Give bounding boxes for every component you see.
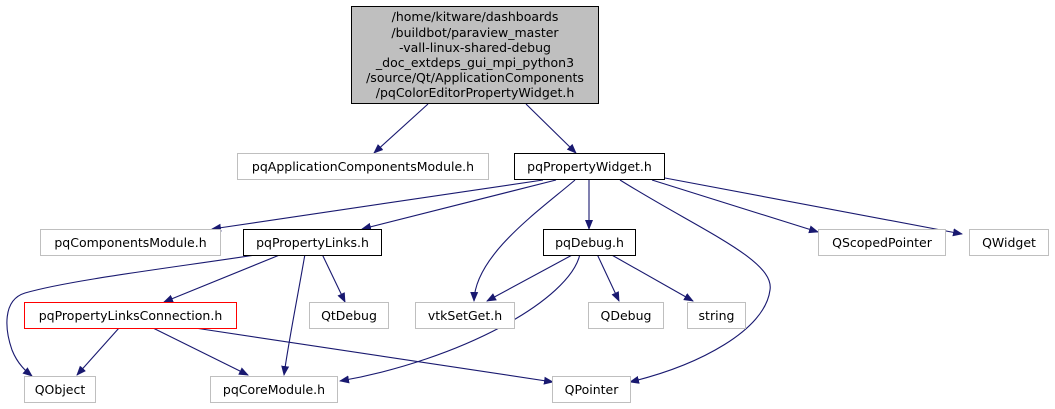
edge-pqPropertyLinks-to-QObject <box>6 253 263 377</box>
edge-pqDebugH-to-vtkSetGet <box>486 253 575 302</box>
node-root-file[interactable]: /home/kitware/dashboards /buildbot/parav… <box>351 6 599 104</box>
node-pqComponentsModule[interactable]: pqComponentsModule.h <box>40 229 221 256</box>
edge-pqPropertyWidget-to-QWidget <box>664 177 963 237</box>
edge-root-to-pqPropertyWidget <box>525 103 577 154</box>
node-pqPropertyWidget[interactable]: pqPropertyWidget.h <box>514 153 665 180</box>
node-string[interactable]: string <box>687 302 746 329</box>
node-pqDebugH[interactable]: pqDebug.h <box>543 229 636 256</box>
node-QDebug[interactable]: QDebug <box>588 302 664 329</box>
node-pqPropertyLinks[interactable]: pqPropertyLinks.h <box>243 229 382 256</box>
node-QPointer[interactable]: QPointer <box>552 376 631 403</box>
node-pqCoreModule[interactable]: pqCoreModule.h <box>210 376 338 403</box>
node-QtDebug[interactable]: QtDebug <box>309 302 389 329</box>
node-pqPropertyLinksConnection[interactable]: pqPropertyLinksConnection.h <box>24 302 237 329</box>
node-QObject[interactable]: QObject <box>24 376 96 403</box>
node-pqApplicationComponentsModule[interactable]: pqApplicationComponentsModule.h <box>237 153 489 180</box>
edge-pqPropertyLinks-to-QtDebug <box>321 253 346 303</box>
edge-pqPropertyWidget-to-QPointer <box>619 179 771 384</box>
node-QWidget[interactable]: QWidget <box>969 229 1049 256</box>
edge-pqPropertyWidget-to-pqPropertyLinks <box>361 179 557 231</box>
edge-pqPropertyLinksConnection-to-QObject <box>76 327 120 376</box>
edge-pqPropertyLinksConnection-to-QPointer <box>194 327 554 385</box>
edge-pqPropertyLinks-to-pqCoreModule <box>281 253 306 376</box>
edge-pqPropertyWidget-to-pqComponentsModule <box>211 179 544 232</box>
edge-pqPropertyWidget-to-vtkSetGet <box>470 179 576 302</box>
edge-root-to-pqApplicationComponentsModule <box>373 103 429 154</box>
edge-pqDebugH-to-QDebug <box>596 253 620 302</box>
edge-pqPropertyWidget-to-QScopedPointer <box>651 179 819 234</box>
edge-pqDebugH-to-string <box>609 253 694 302</box>
node-QScopedPointer[interactable]: QScopedPointer <box>818 229 946 256</box>
edge-pqPropertyLinksConnection-to-pqCoreModule <box>152 327 249 376</box>
edge-pqPropertyLinks-to-pqPropertyLinksConnection <box>163 253 283 303</box>
node-vtkSetGet[interactable]: vtkSetGet.h <box>415 302 515 329</box>
